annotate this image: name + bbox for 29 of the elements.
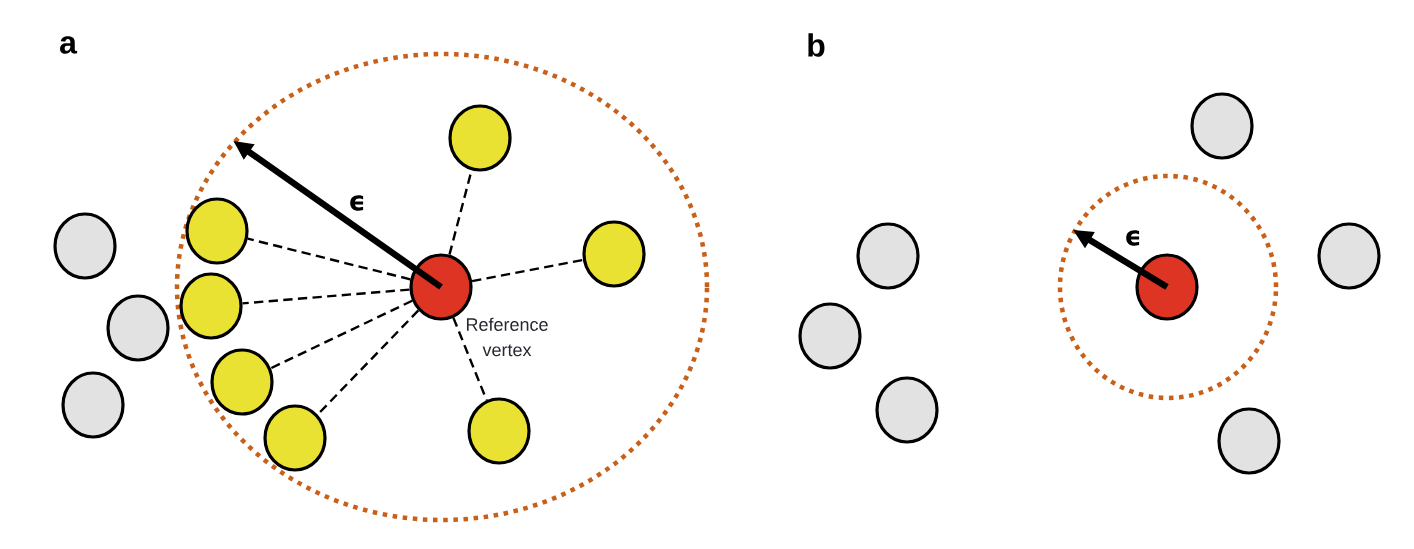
circle-node [798, 302, 862, 370]
dotted-circle [174, 51, 710, 523]
dashed-line [270, 299, 413, 370]
panel-letter: a [60, 36, 78, 54]
dashed-line [242, 288, 410, 305]
circle-node [61, 371, 125, 439]
circle-node [448, 104, 512, 172]
circle-node [210, 348, 274, 416]
panel-letter: b [808, 33, 825, 57]
circle-node [1317, 222, 1381, 290]
circle-node [875, 376, 939, 444]
circle-node [582, 220, 646, 288]
dashed-line [247, 237, 411, 281]
circle-node [179, 272, 243, 340]
epsilon-symbol: ϵ [1123, 229, 1143, 247]
node-caption: Reference vertex [466, 317, 548, 357]
epsilon-symbol: ϵ [347, 194, 367, 212]
circle-node [1135, 253, 1199, 321]
circle-node [467, 397, 531, 465]
circle-node [53, 212, 117, 280]
circle-node [1190, 92, 1254, 160]
dashed-line [471, 258, 584, 283]
circle-node [1217, 407, 1281, 475]
dashed-line [452, 317, 488, 401]
circle-node [106, 294, 170, 362]
circle-node [263, 404, 327, 472]
circle-node [185, 197, 249, 265]
circle-node [856, 222, 920, 290]
dotted-circle [1057, 173, 1279, 401]
